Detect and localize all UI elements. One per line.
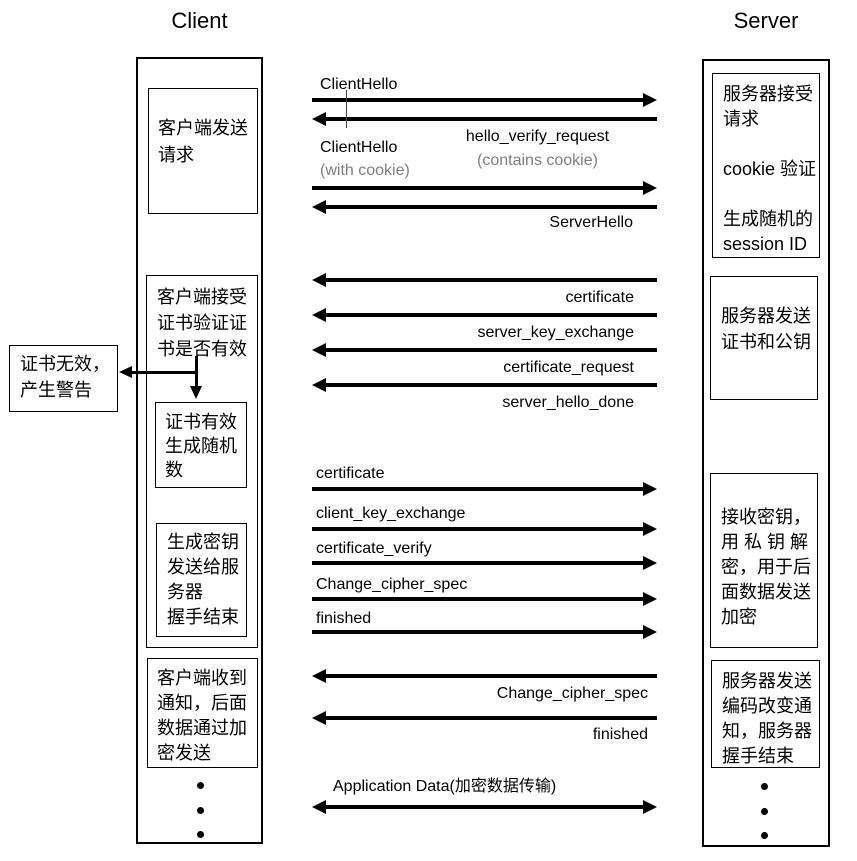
cursor-tick-mark bbox=[346, 90, 347, 128]
ellipsis-dot bbox=[197, 782, 204, 789]
text-line: 接收密钥， bbox=[721, 507, 811, 527]
arrow-hello-verify-request-icon bbox=[312, 112, 657, 126]
server-note-accept-request: 服务器接受 请求 cookie 验证 生成随机的 session ID bbox=[712, 73, 820, 258]
arrow-change-cipher-spec-s2c-icon bbox=[312, 669, 657, 683]
message-label-certificate-request: certificate_request bbox=[503, 359, 634, 376]
message-label-certificate-s2c: certificate bbox=[565, 289, 634, 306]
text-line: 生成随机 bbox=[165, 436, 237, 456]
text-line: 密发送 bbox=[157, 743, 211, 763]
message-label-hello-verify-request: hello_verify_request bbox=[465, 128, 610, 145]
message-label-finished-c2s: finished bbox=[316, 610, 372, 627]
text-line: 发送给服 bbox=[167, 557, 239, 577]
message-label-server-hello-done: server_hello_done bbox=[502, 394, 634, 411]
text-line: 生成密钥 bbox=[167, 532, 239, 552]
message-label-client-key-exchange: client_key_exchange bbox=[316, 505, 466, 522]
arrow-certificate-request-icon bbox=[312, 343, 657, 357]
text-line: 请求 bbox=[723, 109, 759, 129]
text-line: 服务器发送 bbox=[722, 671, 812, 691]
text-line: cookie 验证 bbox=[723, 159, 817, 179]
text-line: session ID bbox=[723, 234, 808, 254]
message-label-application-data: Application Data(加密数据传输) bbox=[333, 778, 557, 795]
arrow-change-cipher-spec-c2s-icon bbox=[312, 592, 657, 606]
branch-down-arrowhead-icon bbox=[190, 386, 202, 399]
message-label-change-cipher-spec-c2s: Change_cipher_spec bbox=[316, 576, 468, 593]
arrow-clienthello-2-icon bbox=[312, 181, 657, 195]
message-label-clienthello-2: ClientHello bbox=[320, 139, 398, 156]
text-line: 通知，后面 bbox=[157, 693, 247, 713]
text-line: 编码改变通 bbox=[722, 696, 812, 716]
client-note-send-request: 客户端发送 请求 bbox=[148, 88, 258, 214]
arrow-application-data-icon bbox=[312, 800, 657, 814]
client-note-generate-key: 生成密钥 发送给服 务器 握手结束 bbox=[156, 523, 247, 637]
text-line: 证书验证证 bbox=[157, 313, 247, 333]
message-label-server-key-exchange: server_key_exchange bbox=[477, 324, 634, 341]
text-line: 客户端接受 bbox=[157, 287, 247, 307]
text-line: 服务器接受 bbox=[723, 84, 813, 104]
client-title: Client bbox=[171, 8, 228, 33]
text-line: 密，用于后 bbox=[721, 557, 811, 577]
ellipsis-dot bbox=[761, 783, 768, 790]
text-line: 证书有效 bbox=[165, 412, 237, 432]
server-note-handshake-done: 服务器发送 编码改变通 知，服务器 握手结束 bbox=[711, 660, 820, 768]
arrow-clienthello-1-icon bbox=[312, 93, 657, 107]
message-label-finished-s2c: finished bbox=[592, 726, 648, 743]
branch-left-line bbox=[131, 371, 198, 374]
text-line: 知，服务器 bbox=[722, 721, 812, 741]
message-label-clienthello-1: ClientHello bbox=[320, 76, 398, 93]
arrow-certificate-s2c-icon bbox=[312, 273, 657, 287]
server-note-receive-key: 接收密钥， 用 私 钥 解 密，用于后 面数据发送 加密 bbox=[710, 473, 818, 648]
message-label-certificate-c2s: certificate bbox=[316, 465, 385, 482]
text-line: 握手结束 bbox=[167, 607, 239, 627]
ellipsis-dot bbox=[197, 831, 204, 838]
message-label-serverhello: ServerHello bbox=[549, 214, 633, 231]
ellipsis-dot bbox=[761, 808, 768, 815]
text-line: 数据通过加 bbox=[157, 718, 247, 738]
text-line: 服务器发送 bbox=[721, 306, 811, 326]
message-sublabel-with-cookie: (with cookie) bbox=[320, 162, 410, 179]
arrow-serverhello-icon bbox=[312, 200, 657, 214]
text-line: 证书和公钥 bbox=[721, 332, 811, 352]
arrow-finished-c2s-icon bbox=[312, 625, 657, 639]
text-line: 用 私 钥 解 bbox=[721, 532, 809, 552]
branch-left-arrowhead-icon bbox=[119, 366, 132, 378]
text-line: 加密 bbox=[721, 607, 757, 627]
text-line: 书是否有效 bbox=[157, 339, 247, 359]
text-line: 客户端收到 bbox=[157, 668, 247, 688]
warning-note-invalid-cert: 证书无效， 产生警告 bbox=[9, 345, 118, 412]
text-line: 生成随机的 bbox=[723, 209, 813, 229]
message-label-certificate-verify: certificate_verify bbox=[316, 540, 432, 557]
message-label-change-cipher-spec-s2c: Change_cipher_spec bbox=[496, 685, 648, 702]
server-note-send-certificate: 服务器发送 证书和公钥 bbox=[710, 276, 818, 400]
arrow-finished-s2c-icon bbox=[312, 711, 657, 725]
text-line: 产生警告 bbox=[20, 380, 92, 400]
text-line: 证书无效， bbox=[20, 354, 110, 374]
arrow-certificate-c2s-icon bbox=[312, 482, 657, 496]
client-note-cert-valid: 证书有效 生成随机 数 bbox=[155, 402, 247, 488]
text-line: 数 bbox=[165, 460, 183, 480]
ellipsis-dot bbox=[761, 832, 768, 839]
ellipsis-dot bbox=[197, 807, 204, 814]
text-line: 握手结束 bbox=[722, 746, 794, 766]
arrow-server-hello-done-icon bbox=[312, 378, 657, 392]
message-sublabel-contains-cookie: (contains cookie) bbox=[477, 152, 598, 169]
arrow-client-key-exchange-icon bbox=[312, 522, 657, 536]
arrow-server-key-exchange-icon bbox=[312, 308, 657, 322]
arrow-certificate-verify-icon bbox=[312, 556, 657, 570]
text-line: 面数据发送 bbox=[721, 582, 811, 602]
text-line: 务器 bbox=[167, 582, 203, 602]
server-title: Server bbox=[733, 8, 799, 33]
text-line bbox=[723, 182, 819, 207]
text-line: 客户端发送 bbox=[158, 118, 248, 138]
text-line bbox=[723, 132, 819, 157]
text-line: 请求 bbox=[158, 145, 194, 165]
client-note-received-notice: 客户端收到 通知，后面 数据通过加 密发送 bbox=[147, 658, 258, 768]
